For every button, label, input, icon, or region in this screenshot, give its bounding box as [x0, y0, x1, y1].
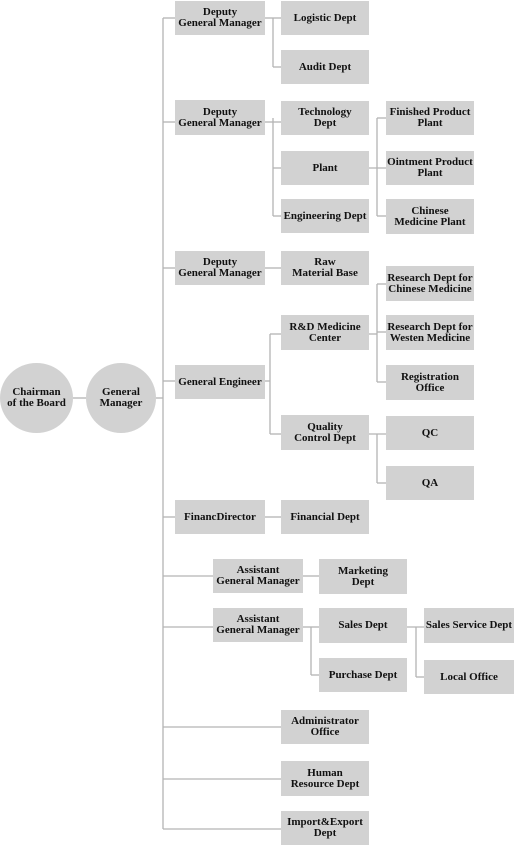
quality-control-dept-node: Quality Control Dept	[281, 415, 369, 450]
ointment-product-plant-node: Ointment Product Plant	[386, 151, 474, 185]
deputy-gm-technology-node: Deputy General Manager	[175, 100, 265, 135]
deputy-gm-logistic-node: Deputy General Manager	[175, 1, 265, 35]
research-western-medicine-node: Research Dept for Westen Medicine	[386, 315, 474, 350]
assistant-gm-marketing-node: Assistant General Manager	[213, 559, 303, 593]
registration-office-node: Registration Office	[386, 365, 474, 400]
engineering-dept-node: Engineering Dept	[281, 199, 369, 233]
assistant-gm-sales-node: Assistant General Manager	[213, 608, 303, 642]
research-chinese-medicine-node: Research Dept for Chinese Medicine	[386, 266, 474, 301]
audit-dept-node: Audit Dept	[281, 50, 369, 84]
qa-node: QA	[386, 466, 474, 500]
local-office-node: Local Office	[424, 660, 514, 694]
chairman-node: Chairman of the Board	[0, 363, 73, 433]
human-resource-dept-node: Human Resource Dept	[281, 761, 369, 796]
qc-node: QC	[386, 416, 474, 450]
administrator-office-node: Administrator Office	[281, 710, 369, 744]
purchase-dept-node: Purchase Dept	[319, 658, 407, 692]
rd-medicine-center-node: R&D Medicine Center	[281, 315, 369, 350]
import-export-dept-node: Import&Export Dept	[281, 811, 369, 845]
technology-dept-node: Technology Dept	[281, 101, 369, 135]
sales-dept-node: Sales Dept	[319, 608, 407, 643]
logistic-dept-node: Logistic Dept	[281, 1, 369, 35]
marketing-dept-node: Marketing Dept	[319, 559, 407, 594]
general-manager-node: General Manager	[86, 363, 156, 433]
chinese-medicine-plant-node: Chinese Medicine Plant	[386, 199, 474, 234]
sales-service-dept-node: Sales Service Dept	[424, 608, 514, 643]
finance-director-node: FinancDirector	[175, 500, 265, 534]
general-engineer-node: General Engineer	[175, 365, 265, 399]
deputy-gm-raw-material-node: Deputy General Manager	[175, 251, 265, 285]
financial-dept-node: Financial Dept	[281, 500, 369, 534]
plant-node: Plant	[281, 151, 369, 185]
finished-product-plant-node: Finished Product Plant	[386, 101, 474, 135]
raw-material-base-node: Raw Material Base	[281, 251, 369, 285]
